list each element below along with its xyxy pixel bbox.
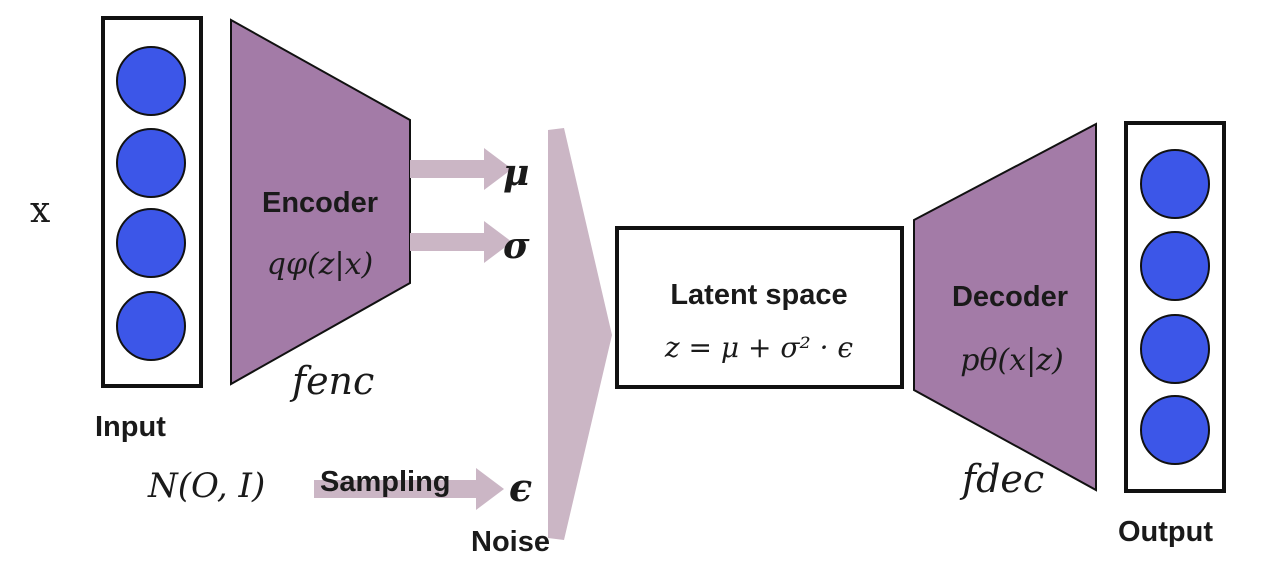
sigma-arrow (410, 221, 512, 263)
output-neuron (1140, 395, 1210, 465)
mu-symbol: μ (503, 152, 529, 194)
latent-formula: z = μ + σ² · ϵ (664, 331, 854, 364)
merge-chevron (548, 128, 612, 540)
input-neuron (116, 46, 186, 116)
noise-distribution: N(O, I) (147, 466, 265, 506)
input-neuron (116, 291, 186, 361)
encoder-shape (230, 18, 411, 386)
output-neuron (1140, 231, 1210, 301)
sigma-symbol: σ (503, 225, 530, 267)
input-symbol: x (30, 190, 50, 231)
encoder-function: fenc (289, 359, 374, 403)
decoder-title: Decoder (952, 281, 1068, 313)
latent-box (615, 226, 904, 389)
encoder-formula: qφ(z|x) (267, 247, 373, 282)
input-neuron (116, 128, 186, 198)
input-box (101, 16, 203, 388)
mu-arrow (410, 148, 512, 190)
output-neuron (1140, 149, 1210, 219)
decoder-formula: pθ(x|z) (960, 343, 1064, 378)
encoder-title: Encoder (262, 187, 378, 219)
input-neuron (116, 208, 186, 278)
sampling-arrow (314, 468, 504, 510)
output-neuron (1140, 314, 1210, 384)
noise-label: Noise (471, 526, 550, 558)
latent-title: Latent space (670, 279, 847, 311)
output-layer (1124, 121, 1226, 493)
decoder-function: fdec (959, 457, 1044, 501)
input-label: Input (95, 411, 166, 443)
sampling-label: Sampling (320, 466, 451, 498)
decoder-shape (913, 122, 1097, 492)
output-label: Output (1118, 516, 1213, 548)
input-layer (101, 16, 203, 388)
output-box (1124, 121, 1226, 493)
epsilon-symbol: ϵ (509, 465, 532, 510)
